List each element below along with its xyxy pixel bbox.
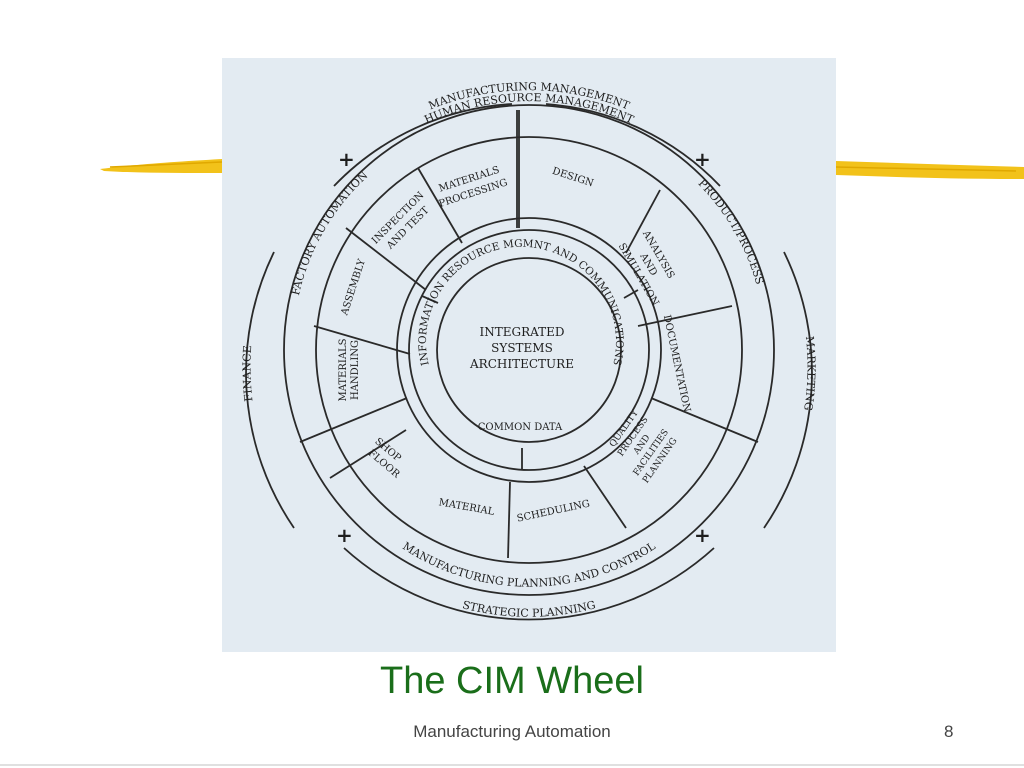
plus-icon-bottom-left: +: [336, 523, 353, 547]
outer-finance: FINANCE: [240, 345, 255, 402]
slide-title: The CIM Wheel: [380, 660, 644, 702]
footer-divider: [0, 764, 1024, 766]
cim-wheel-diagram: + + + + INTEGRATED SYSTEMS ARCHITECTURE …: [240, 80, 818, 621]
center-label-line-2: SYSTEMS: [491, 341, 553, 355]
yellow-brush-stroke-left: [100, 159, 222, 173]
page-number: 8: [944, 722, 954, 741]
plus-icon-top-right: +: [694, 147, 711, 171]
plus-icon-bottom-right: +: [694, 523, 711, 547]
segment-design: DESIGN: [551, 166, 595, 190]
area-manufacturing-planning-and-control: MANUFACTURING PLANNING AND CONTROL: [400, 539, 658, 590]
outer-marketing: MARKETING: [801, 336, 817, 412]
segment-scheduling: SCHEDULING: [516, 498, 591, 524]
segment-documentation: DOCUMENTATION: [661, 314, 692, 413]
center-label-line-3: ARCHITECTURE: [469, 357, 574, 371]
footer-text: Manufacturing Automation: [413, 722, 611, 741]
segment-assembly: ASSEMBLY: [339, 257, 368, 317]
plus-icon-top-left: +: [338, 147, 355, 171]
segment-materials-handling-line-1: MATERIALS: [338, 338, 349, 401]
segment-materials-handling-line-2: HANDLING: [350, 340, 361, 400]
center-label-line-1: INTEGRATED: [479, 325, 564, 339]
common-data-label: COMMON DATA: [478, 422, 563, 433]
cim-wheel-figure: + + + + INTEGRATED SYSTEMS ARCHITECTURE …: [222, 58, 836, 652]
segment-material: MATERIAL: [438, 497, 496, 518]
wheel-line-art: [245, 103, 813, 621]
yellow-brush-stroke-right: [836, 161, 1024, 179]
outer-strategic-planning: STRATEGIC PLANNING: [461, 598, 597, 620]
